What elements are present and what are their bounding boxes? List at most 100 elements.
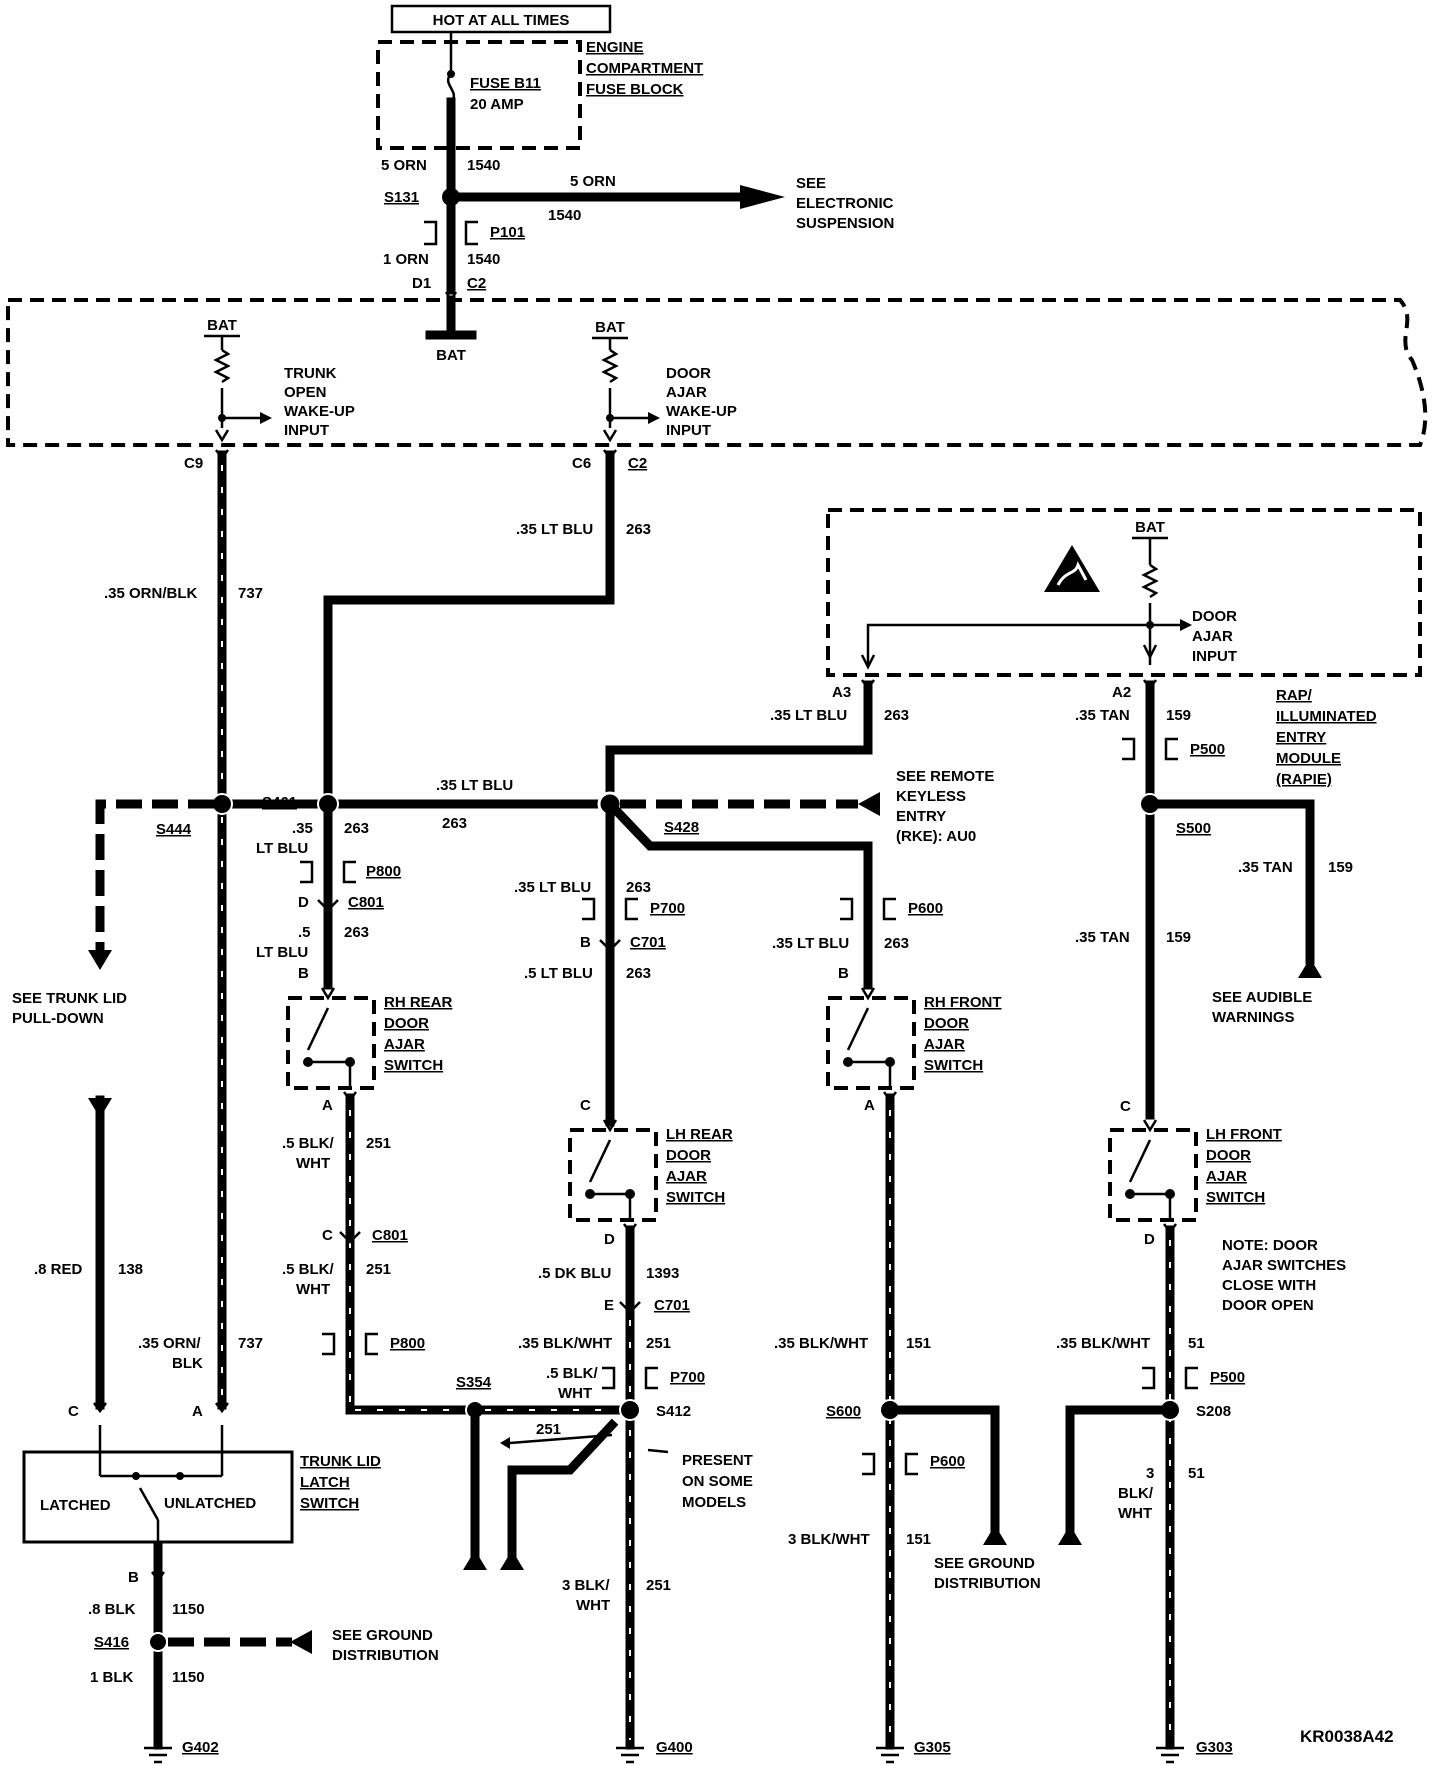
rh-rear-label-3: AJAR	[384, 1036, 425, 1053]
trunk-pulldown-1: SEE TRUNK LID	[12, 990, 127, 1007]
splice-s412-dot	[619, 1399, 641, 1421]
present-1: PRESENT	[682, 1452, 753, 1469]
ground-icon	[616, 1746, 644, 1764]
wire-5dkblu: .5 DK BLU	[538, 1265, 611, 1282]
wire-wht-lhrear: WHT	[558, 1385, 592, 1402]
ckt-251-lhrear: 251	[646, 1335, 671, 1352]
wire-ltblu-lhrear: .35 LT BLU	[514, 879, 591, 896]
ckt-251-lhrear-2: 251	[646, 1577, 671, 1594]
rh-front-switch-box	[826, 996, 916, 1090]
rke-label-2: KEYLESS	[896, 788, 966, 805]
ckt-251-rhrear-2: 251	[366, 1261, 391, 1278]
rh-rear-label-2: DOOR	[384, 1015, 429, 1032]
splice-s428: S428	[664, 819, 699, 836]
wire-wht-rhrear: WHT	[296, 1155, 330, 1172]
door-ajar-input-2: AJAR	[1192, 628, 1233, 645]
door-wakeup-1: DOOR	[666, 365, 711, 382]
wire-8blk: .8 BLK	[88, 1601, 136, 1618]
pin-d1: D1	[412, 275, 431, 292]
connector-p500-icon	[1122, 737, 1178, 761]
arrow-up-icon	[983, 1525, 1007, 1545]
wire-5blk-rhrear: .5 BLK/	[282, 1135, 335, 1152]
wire-blk-737: BLK	[172, 1355, 203, 1372]
arrow-left-icon	[500, 1437, 510, 1449]
suspension-label-3: SUSPENSION	[796, 215, 894, 232]
conn-p700-top: P700	[650, 900, 685, 917]
audible-2: WARNINGS	[1212, 1009, 1295, 1026]
conn-p800-top: P800	[366, 863, 401, 880]
ckt-737-bottom: 737	[238, 1335, 263, 1352]
engine-fuse-block-box	[376, 40, 582, 150]
fuse-block-label-2: COMPARTMENT	[586, 60, 703, 77]
wire-1orn: 1 ORN	[383, 251, 429, 268]
lh-front-switch-box	[1108, 1128, 1198, 1222]
ckt-159-audible: 159	[1328, 859, 1353, 876]
wire-35blkwht-lhfront: .35 BLK/WHT	[1056, 1335, 1150, 1352]
conn-p101: P101	[490, 224, 525, 241]
rapie-label-1: RAP/	[1276, 687, 1313, 704]
splice-s461: S461	[262, 794, 297, 811]
wire-ltblu-rhrear-2: LT BLU	[256, 944, 308, 961]
ckt-251-rhrear: 251	[366, 1135, 391, 1152]
wire-5orn-left: 5 ORN	[381, 157, 427, 174]
pin-d-c801: D	[298, 894, 309, 911]
connector-p800-icon	[322, 1332, 378, 1356]
rapie-label-2: ILLUMINATED	[1276, 708, 1377, 725]
conn-p500-top: P500	[1190, 741, 1225, 758]
connector-p700-icon	[582, 897, 638, 921]
ckt-51-upper: 51	[1188, 1335, 1205, 1352]
latched-label: LATCHED	[40, 1497, 111, 1514]
wire-ltblu-horizontal: .35 LT BLU	[436, 777, 513, 794]
wire-3blk-lhrear: 3 BLK/	[562, 1577, 610, 1594]
conn-c701-bottom: C701	[654, 1297, 690, 1314]
wire-5orn-branch: 5 ORN	[570, 173, 616, 190]
wire-wht-lhfront: WHT	[1118, 1505, 1152, 1522]
pin-c-c801: C	[322, 1227, 333, 1244]
rh-rear-label-4: SWITCH	[384, 1057, 443, 1074]
rapie-label-5: (RAPIE)	[1276, 771, 1332, 788]
bat-label-2: BAT	[207, 317, 237, 334]
ckt-263-rhfront: 263	[884, 935, 909, 952]
note-2: AJAR SWITCHES	[1222, 1257, 1346, 1274]
lh-rear-switch-box	[568, 1128, 658, 1222]
wire-ltblu-rhrear: LT BLU	[256, 840, 308, 857]
wire-35ornblk: .35 ORN/BLK	[104, 585, 198, 602]
ground-icon	[1156, 1746, 1184, 1764]
splice-s208: S208	[1196, 1403, 1231, 1420]
ckt-1150-upper: 1150	[172, 1601, 205, 1618]
rke-label-1: SEE REMOTE	[896, 768, 994, 785]
pin-c2-top: C2	[467, 275, 486, 292]
splice-s416: S416	[94, 1634, 129, 1651]
trunk-wakeup-4: INPUT	[284, 422, 329, 439]
ckt-151-upper: 151	[906, 1335, 931, 1352]
arrow-down-icon	[88, 950, 112, 970]
wire-5blk-lhrear: .5 BLK/	[546, 1365, 599, 1382]
pin-c6: C6	[572, 455, 591, 472]
ground-dist-2: DISTRIBUTION	[934, 1575, 1041, 1592]
wire-263-c6	[323, 450, 615, 806]
switch-icon	[1125, 1119, 1175, 1222]
module-body-box	[6, 298, 1428, 447]
ground-g402: G402	[182, 1739, 219, 1756]
wire-35orn: .35 ORN/	[138, 1335, 201, 1352]
wire-35blkwht-rhfront: .35 BLK/WHT	[774, 1335, 868, 1352]
pin-b-rhrear: B	[298, 965, 309, 982]
ground-g303: G303	[1196, 1739, 1233, 1756]
wire-3-lhfront: 3	[1146, 1465, 1154, 1482]
conn-p600-top: P600	[908, 900, 943, 917]
ground-dist-1: SEE GROUND	[934, 1555, 1035, 1572]
fuse-rating: 20 AMP	[470, 96, 524, 113]
wire-1blk: 1 BLK	[90, 1669, 134, 1686]
rh-front-label-3: AJAR	[924, 1036, 965, 1053]
pin-c-trunk: C	[68, 1403, 79, 1420]
pin-a-trunk: A	[192, 1403, 203, 1420]
conn-p700-bottom: P700	[670, 1369, 705, 1386]
switch-icon	[585, 1119, 635, 1222]
trunk-switch-label-2: LATCH	[300, 1474, 350, 1491]
ckt-263-horizontal: 263	[442, 815, 467, 832]
conn-p800-bottom: P800	[390, 1335, 425, 1352]
rh-rear-label-1: RH REAR	[384, 994, 453, 1011]
arrow-left-icon	[290, 1630, 312, 1654]
ckt-263-rhrear: 263	[344, 820, 369, 837]
